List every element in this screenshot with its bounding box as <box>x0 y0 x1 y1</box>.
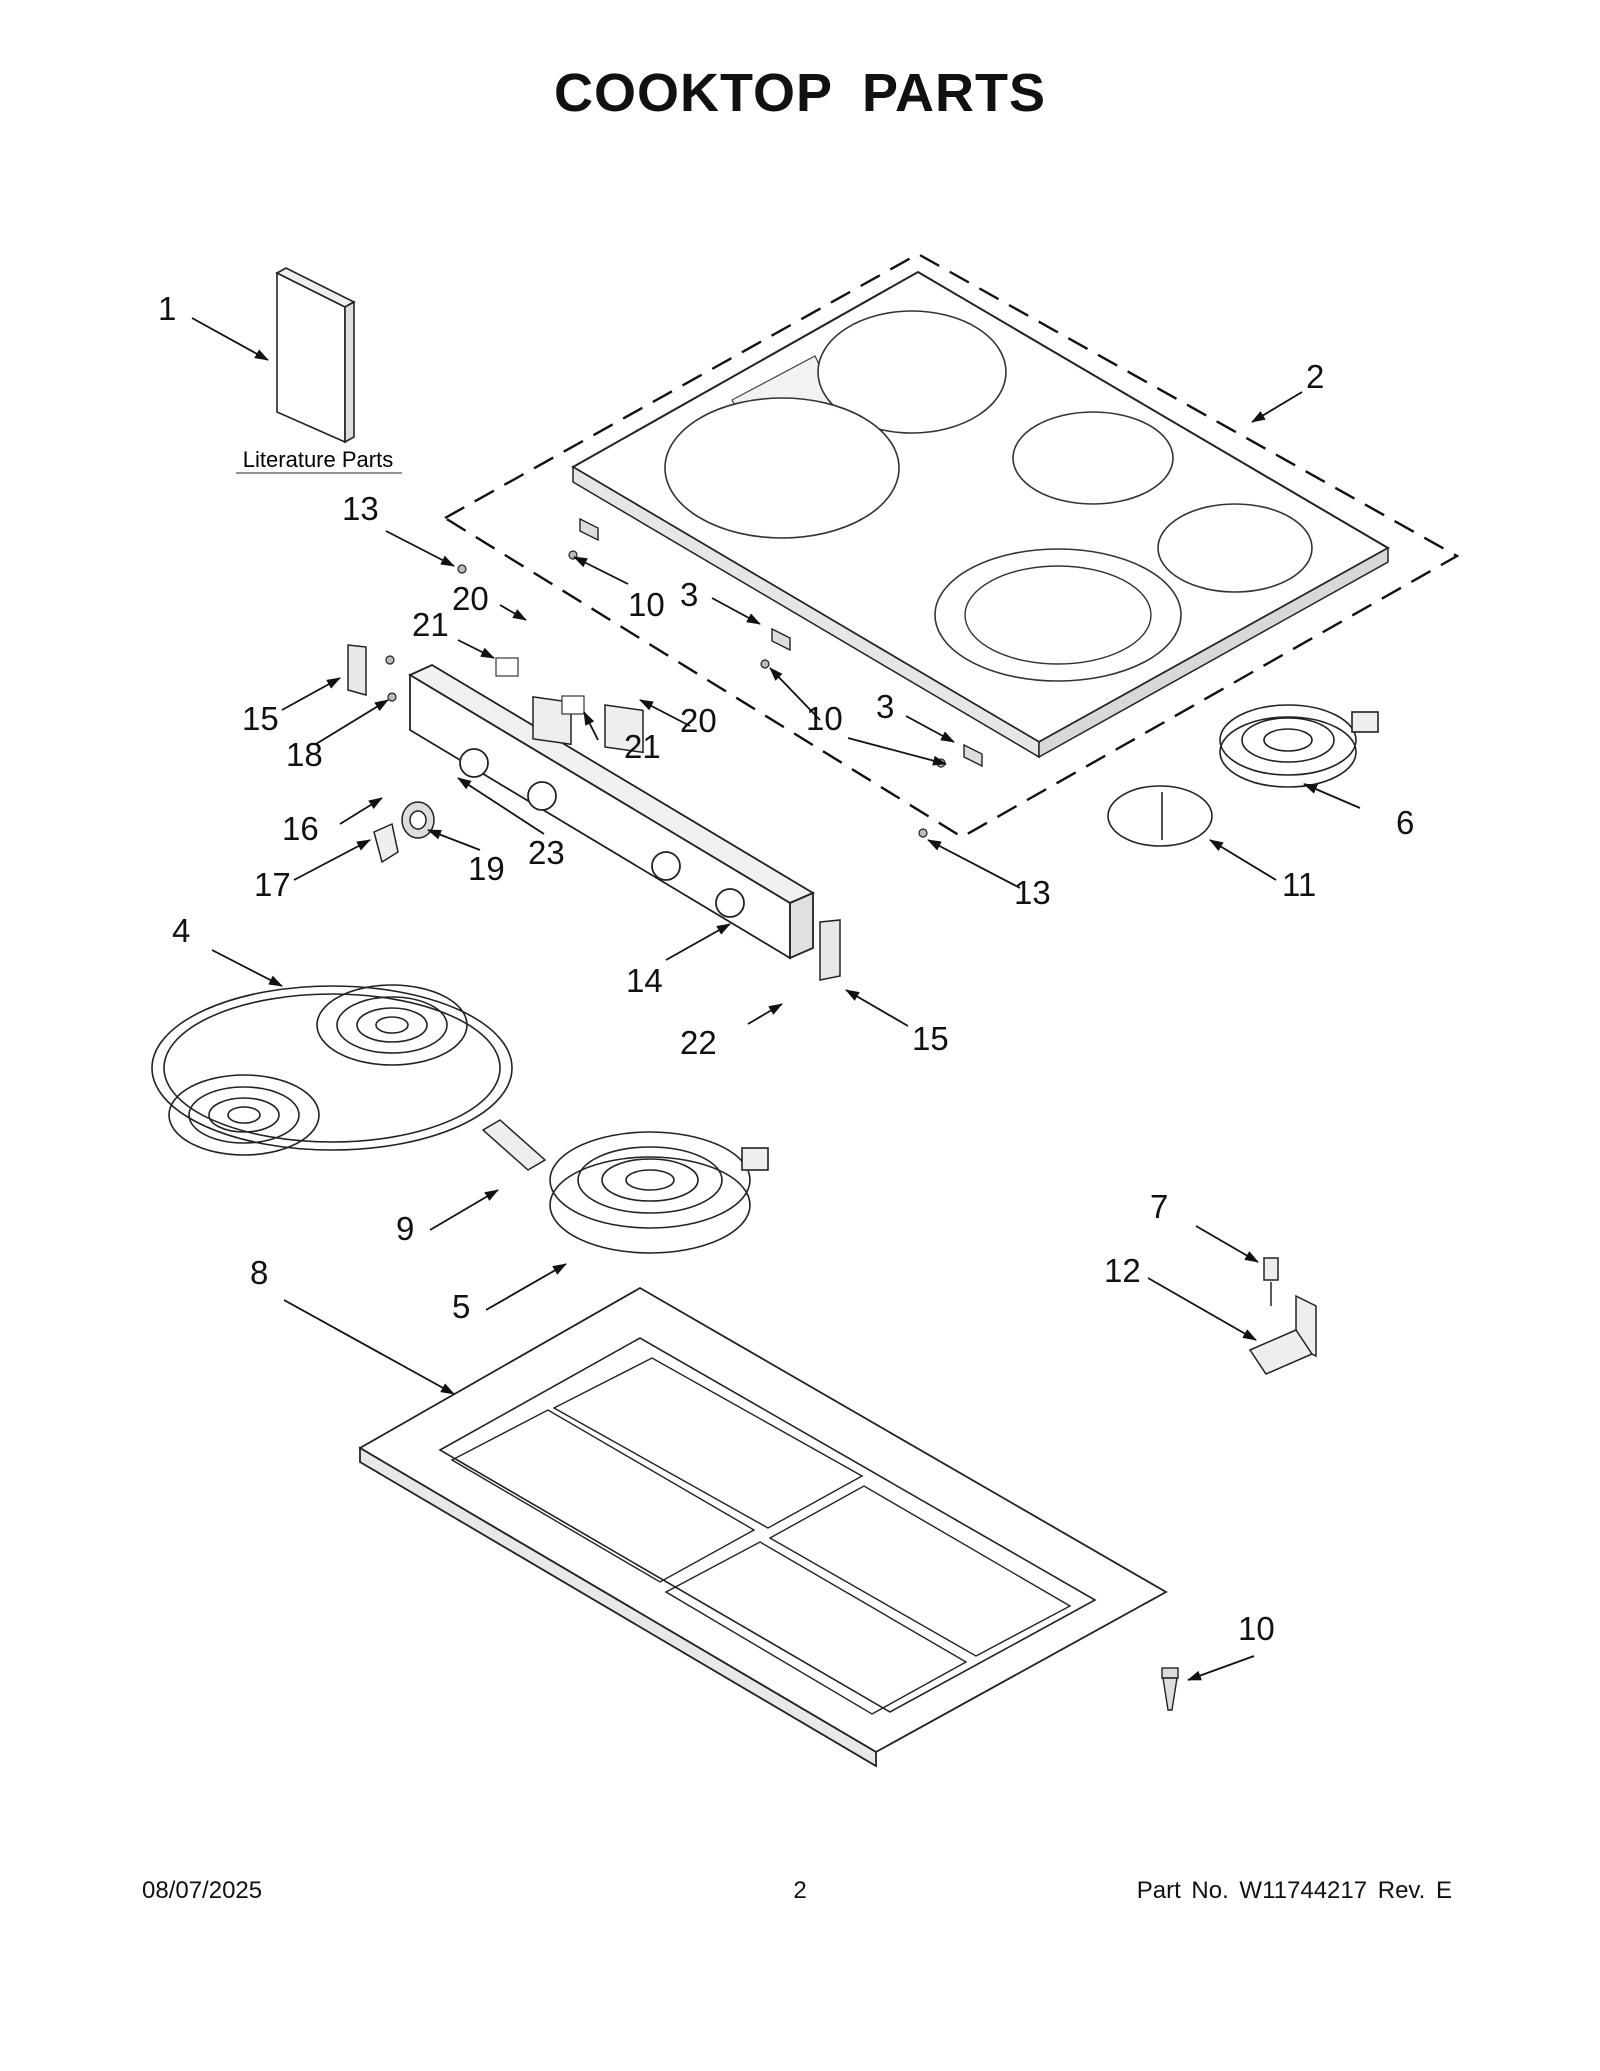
callout-10-middle: 10 <box>806 700 843 737</box>
callout-2: 2 <box>1306 358 1324 395</box>
callout-13-lower: 13 <box>1014 874 1051 911</box>
callout-21-upper: 21 <box>412 606 449 643</box>
element-bracket <box>481 1119 547 1171</box>
switch-labels <box>495 657 585 715</box>
callout-23: 23 <box>528 834 565 871</box>
callout-7: 7 <box>1150 1188 1168 1225</box>
literature-parts-label: Literature Parts <box>243 447 393 472</box>
box-screw <box>1161 1667 1179 1711</box>
callout-12: 12 <box>1104 1252 1141 1289</box>
callout-19: 19 <box>468 850 505 887</box>
reflector-pan <box>1107 785 1213 847</box>
oval-element <box>151 984 513 1156</box>
callout-5: 5 <box>452 1288 470 1325</box>
callout-8: 8 <box>250 1254 268 1291</box>
callout-11: 11 <box>1282 866 1316 903</box>
callout-1: 1 <box>158 290 176 327</box>
page-title: COOKTOP PARTS <box>553 63 1047 123</box>
callout-21-lower: 21 <box>624 728 661 765</box>
callout-leaders <box>191 317 1361 1681</box>
callout-20-lower: 20 <box>680 702 717 739</box>
footer-part-number: Part No. W11744217 Rev. E <box>1136 1877 1452 1904</box>
burner-box <box>358 1286 1168 1768</box>
glass-cooktop <box>571 270 1391 759</box>
callout-16: 16 <box>282 810 319 847</box>
cooktop-dashed-outline <box>442 252 1460 839</box>
callout-18: 18 <box>286 736 323 773</box>
control-panel <box>408 663 815 960</box>
callout-14: 14 <box>626 962 663 999</box>
callout-13-upper: 13 <box>342 490 379 527</box>
callout-9: 9 <box>396 1210 414 1247</box>
callout-22: 22 <box>680 1024 717 1061</box>
literature-booklet <box>275 267 356 444</box>
footer-date: 08/07/2025 <box>142 1877 263 1904</box>
callout-labels: 1 2 3 3 4 5 6 7 8 9 10 10 10 11 12 13 13… <box>158 290 1414 1647</box>
callout-20-upper: 20 <box>452 580 489 617</box>
radiant-element <box>1219 704 1379 788</box>
callout-10-upper: 10 <box>628 586 665 623</box>
callout-3-upper: 3 <box>680 576 698 613</box>
ground-bracket <box>1248 1257 1317 1375</box>
knob-parts <box>347 644 841 981</box>
round-element <box>549 1131 769 1254</box>
callout-6: 6 <box>1396 804 1414 841</box>
callout-3-lower: 3 <box>876 688 894 725</box>
glass-brackets <box>579 517 983 768</box>
footer-page-number: 2 <box>793 1877 807 1904</box>
callout-15-right: 15 <box>912 1020 949 1057</box>
callout-17: 17 <box>254 866 291 903</box>
callout-4: 4 <box>172 912 190 949</box>
callout-10-lower: 10 <box>1238 1610 1275 1647</box>
callout-15-left: 15 <box>242 700 279 737</box>
